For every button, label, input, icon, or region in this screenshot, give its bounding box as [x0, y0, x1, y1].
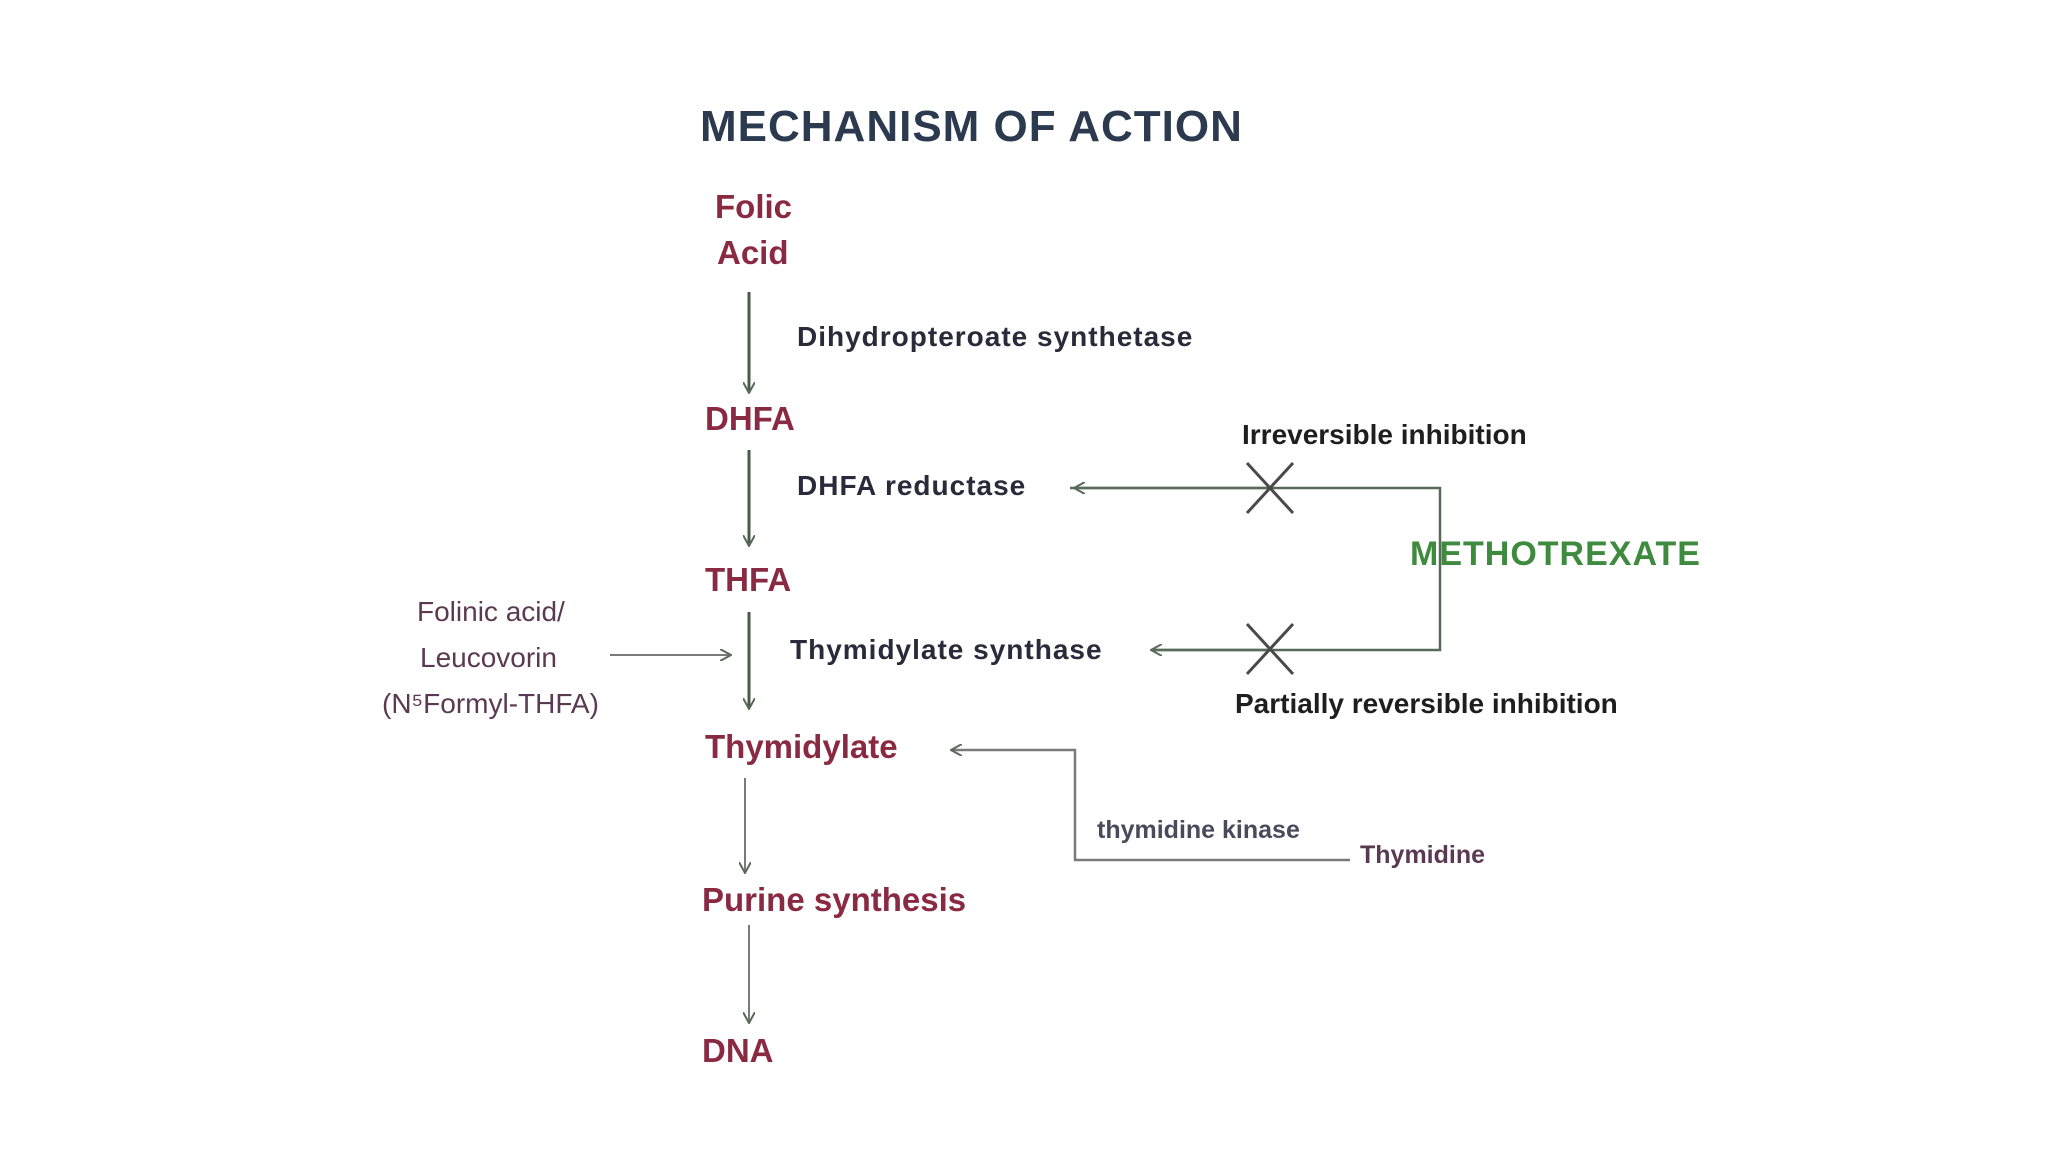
enzyme-thymidylate-synthase: Thymidylate synthase — [790, 634, 1103, 665]
folinic-acid-line3: (N⁵Formyl-THFA) — [382, 688, 599, 719]
node-purine-synthesis: Purine synthesis — [702, 881, 967, 918]
node-folic-acid-line2: Acid — [717, 234, 789, 271]
drug-methotrexate: METHOTREXATE — [1410, 535, 1701, 573]
folinic-acid-line1: Folinic acid/ — [417, 596, 565, 627]
node-folic-acid-line1: Folic — [715, 188, 793, 225]
diagram-title: MECHANISM OF ACTION — [700, 102, 1243, 151]
node-thymidylate: Thymidylate — [705, 728, 898, 765]
note-irreversible-inhibition: Irreversible inhibition — [1242, 419, 1527, 450]
node-dhfa: DHFA — [705, 400, 795, 437]
node-dna: DNA — [702, 1032, 774, 1069]
methotrexate-bracket — [1070, 486, 1442, 652]
note-partially-reversible-inhibition: Partially reversible inhibition — [1235, 688, 1618, 719]
irreversible-inhibition-cross-icon — [1245, 461, 1295, 515]
enzyme-dhfa-reductase: DHFA reductase — [797, 470, 1027, 501]
partial-inhibition-cross-icon — [1245, 622, 1295, 676]
thymidine-salvage-bracket — [952, 750, 1350, 862]
enzyme-thymidine-kinase: thymidine kinase — [1097, 816, 1300, 844]
enzyme-dihydropteroate-synthetase: Dihydropteroate synthetase — [797, 321, 1194, 352]
folinic-acid-line2: Leucovorin — [420, 642, 557, 673]
node-thfa: THFA — [705, 561, 792, 598]
thymidine-label: Thymidine — [1360, 841, 1486, 869]
